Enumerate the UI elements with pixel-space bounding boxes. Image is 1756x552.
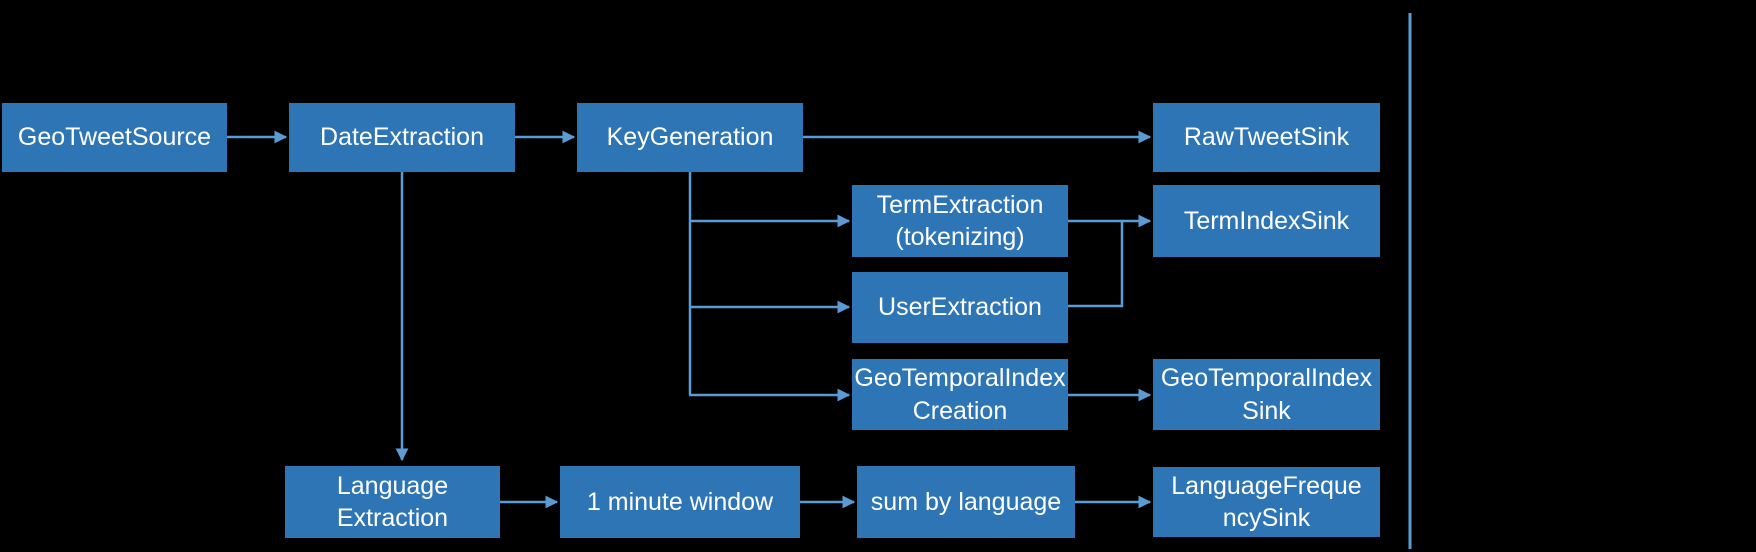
node-user-extraction: UserExtraction [852, 272, 1068, 343]
node-geo-temporal-index-creation: GeoTemporalIndex Creation [852, 359, 1068, 430]
node-sum-by-language: sum by language [857, 466, 1075, 538]
edge-userextraction-merge [1068, 222, 1124, 308]
node-term-extraction: TermExtraction (tokenizing) [852, 185, 1068, 257]
node-raw-tweet-sink: RawTweetSink [1153, 103, 1380, 172]
node-geo-temporal-index-sink: GeoTemporalIndex Sink [1153, 359, 1380, 430]
node-language-extraction: Language Extraction [285, 466, 500, 538]
node-term-index-sink: TermIndexSink [1153, 185, 1380, 257]
node-language-frequency-sink: LanguageFreque ncySink [1153, 467, 1380, 537]
node-date-extraction: DateExtraction [289, 103, 515, 172]
node-one-minute-window: 1 minute window [560, 466, 800, 538]
node-geo-tweet-source: GeoTweetSource [2, 103, 227, 172]
node-key-generation: KeyGeneration [577, 103, 803, 172]
